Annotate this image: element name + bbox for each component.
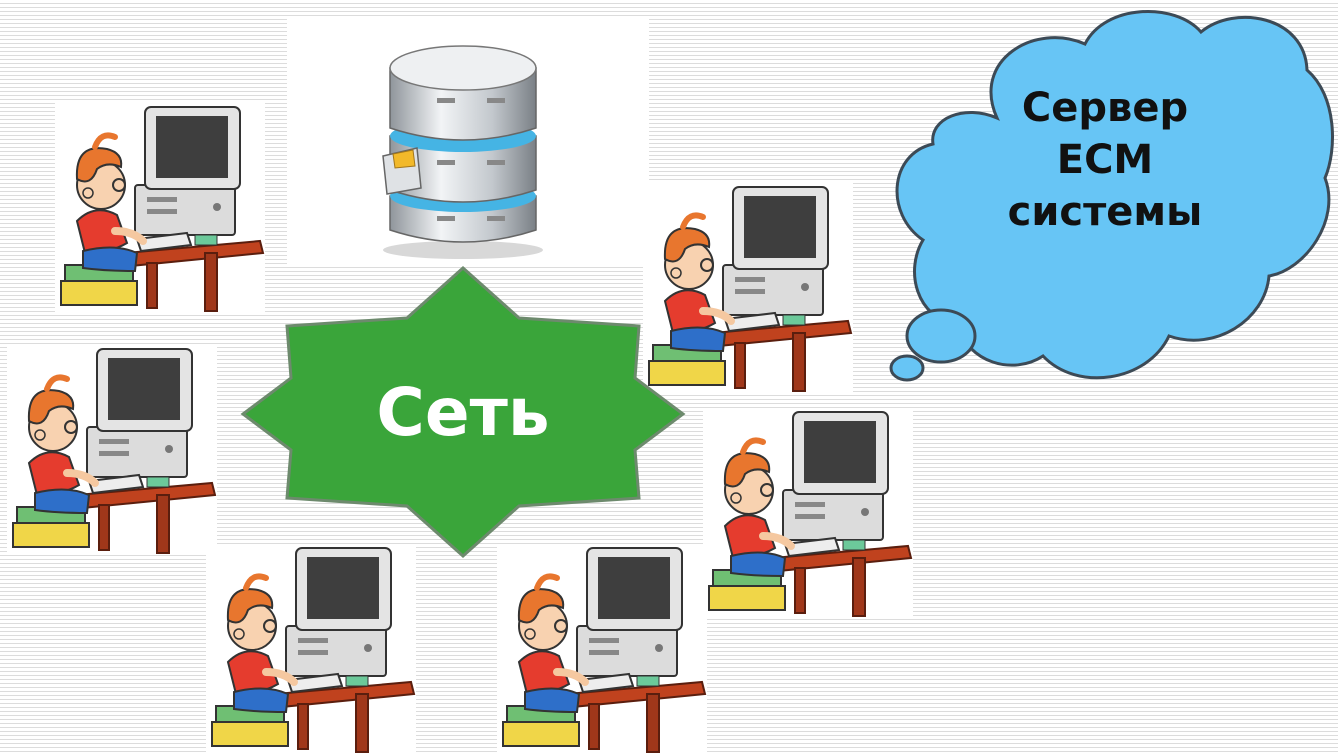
network-star-shape bbox=[240, 265, 686, 559]
workstation-user-4 bbox=[703, 408, 913, 618]
workstation-user-6 bbox=[497, 544, 707, 754]
boy-at-computer-icon bbox=[206, 544, 416, 754]
boy-at-computer-icon bbox=[703, 408, 913, 618]
boy-at-computer-icon bbox=[55, 103, 265, 313]
network-label: Сеть bbox=[376, 373, 550, 451]
workstation-user-5 bbox=[206, 544, 416, 754]
workstation-user-2 bbox=[643, 183, 853, 393]
database-server bbox=[287, 18, 649, 266]
cloud-label-line-3: системы bbox=[1007, 189, 1203, 235]
ecm-server-cloud bbox=[889, 10, 1334, 382]
cloud-label-line-1: Сервер bbox=[1021, 85, 1189, 131]
workstation-user-1 bbox=[55, 103, 265, 313]
cloud-label: Сервер ECM системы bbox=[960, 82, 1250, 238]
cloud-label-line-2: ECM bbox=[1056, 137, 1154, 183]
boy-at-computer-icon bbox=[7, 345, 217, 555]
boy-at-computer-icon bbox=[497, 544, 707, 754]
database-server-icon bbox=[382, 45, 543, 259]
workstation-user-3 bbox=[7, 345, 217, 555]
